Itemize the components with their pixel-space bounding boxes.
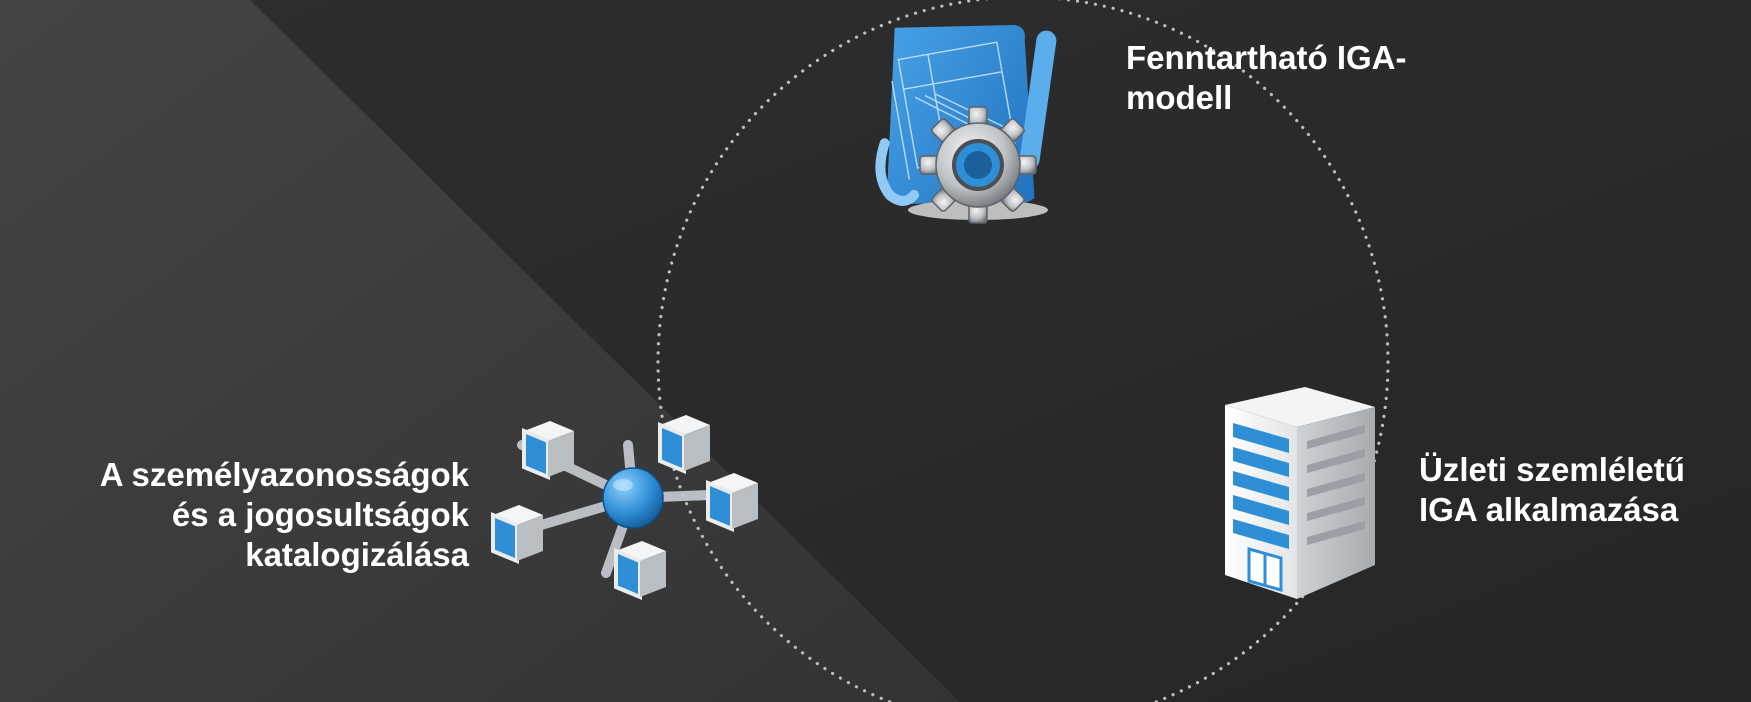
background-wedge — [0, 0, 960, 702]
label-business-oriented-iga: Üzleti szemléletű IGA alkalmazása — [1419, 451, 1685, 528]
dotted-circle-connector — [656, 0, 1390, 702]
label-sustainable-iga-model: Fenntartható IGA- modell — [1126, 39, 1407, 116]
office-building-icon — [1225, 387, 1375, 599]
blueprint-gear-icon — [875, 24, 1057, 224]
network-hub-icon — [491, 413, 760, 599]
label-identity-entitlement-catalog: A személyazonosságok és a jogosultságok … — [99, 456, 469, 573]
